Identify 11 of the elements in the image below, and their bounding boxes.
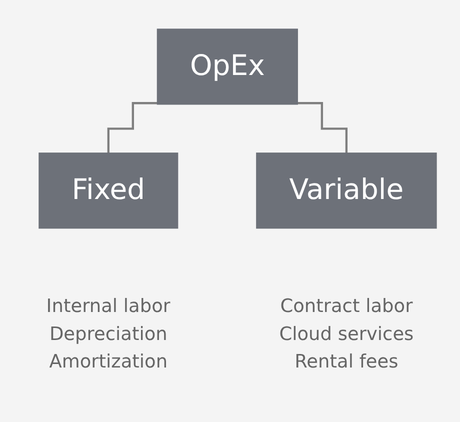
node-box: Fixed [38,152,178,229]
node-label: Rental fees [294,350,398,373]
node-box: OpEx [156,28,298,105]
connector [107,102,158,154]
node-label: Depreciation [49,323,168,345]
node-label: Amortization [49,350,168,373]
node-label: Contract labor [280,296,413,318]
node-label: Cloud services [279,323,414,345]
connector [297,102,348,154]
node-label: Internal labor [46,296,170,318]
node-box: Variable [256,152,437,229]
